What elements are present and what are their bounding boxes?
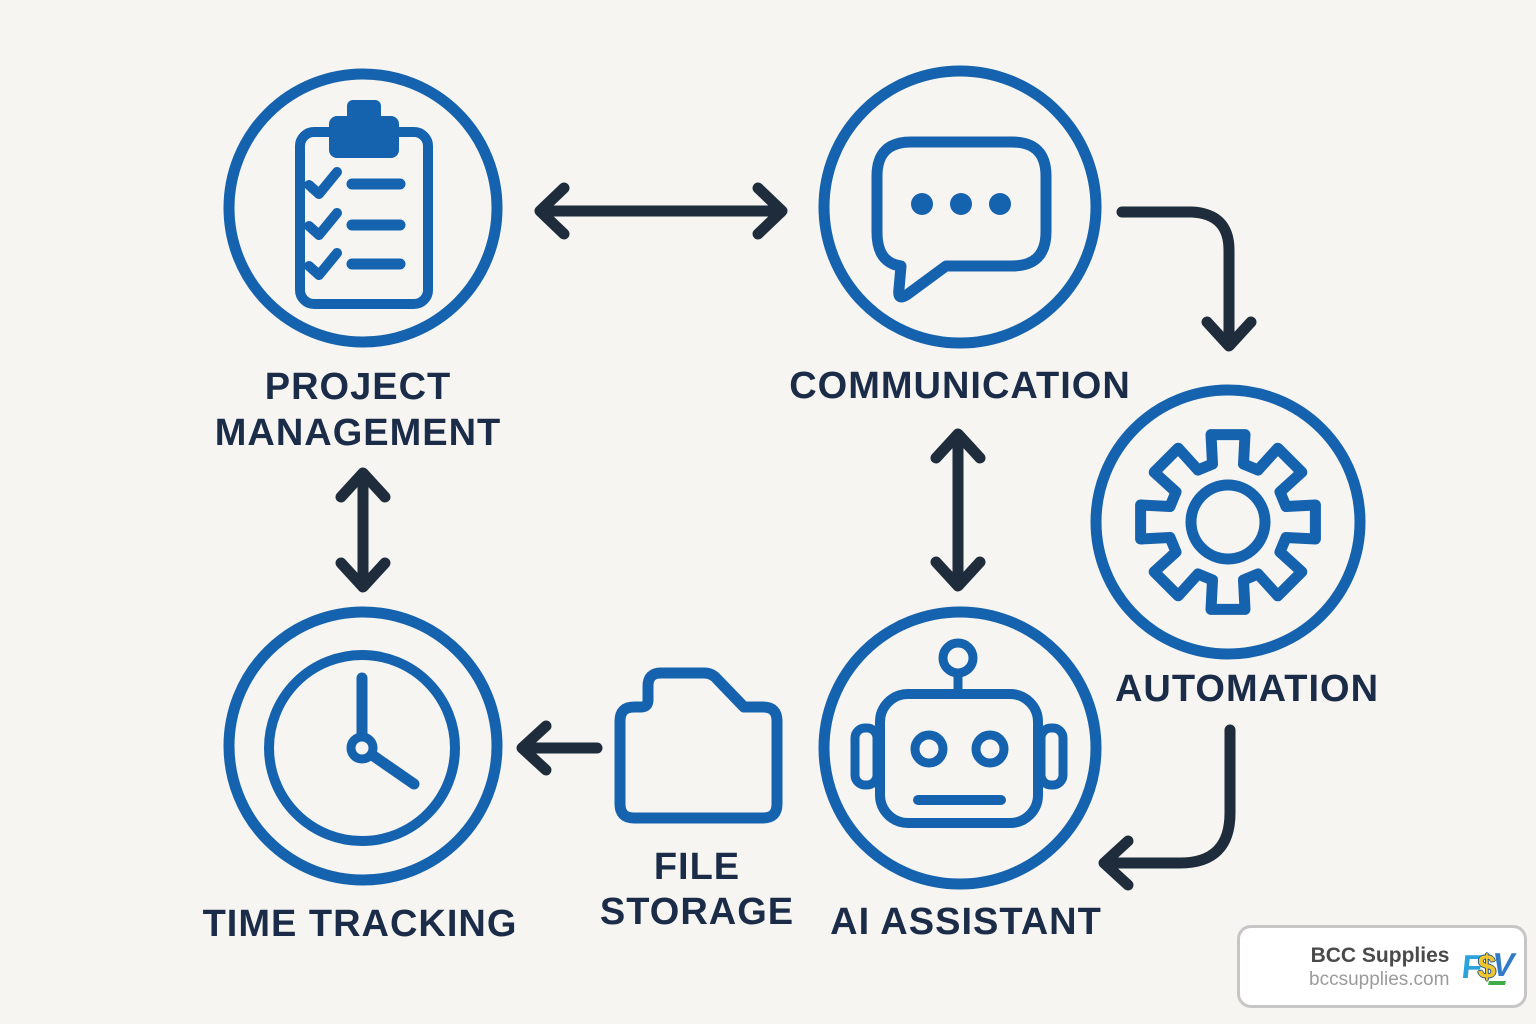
brand-name: BCC Supplies bbox=[1310, 944, 1450, 967]
automation-circle bbox=[1090, 384, 1366, 660]
clipboard-icon bbox=[295, 100, 433, 309]
arrow-communication-automation bbox=[1116, 206, 1257, 352]
folder-outline bbox=[614, 667, 783, 824]
connector-arrows bbox=[335, 182, 1257, 891]
arrow-communication-ai bbox=[930, 428, 986, 592]
label-line: TIME TRACKING bbox=[202, 903, 518, 945]
chat-dot-3 bbox=[989, 193, 1011, 215]
label-line: PROJECT bbox=[264, 366, 452, 408]
automation-label: AUTOMATION bbox=[1115, 666, 1379, 712]
clipboard-clip bbox=[329, 116, 399, 158]
robot-ear-left bbox=[850, 723, 882, 790]
robot-eye-left bbox=[910, 730, 948, 768]
gear-icon bbox=[1135, 429, 1321, 615]
arrow-pm-timetracking bbox=[335, 467, 391, 593]
clock-icon bbox=[264, 650, 460, 846]
label-line: STORAGE bbox=[599, 891, 795, 933]
checkmark-3 bbox=[304, 248, 342, 280]
logo-letter-f: F bbox=[1460, 948, 1480, 985]
time-tracking-circle bbox=[223, 606, 503, 886]
bcc-supplies-logo-icon: F $ V bbox=[1460, 946, 1513, 985]
checkmark-1 bbox=[304, 167, 342, 199]
clock-face bbox=[264, 650, 460, 846]
label-line: MANAGEMENT bbox=[214, 412, 502, 454]
gear-center-hole bbox=[1185, 479, 1271, 565]
arrow-pm-communication bbox=[534, 182, 788, 240]
logo-letter-v: V bbox=[1488, 946, 1514, 985]
label-line: AUTOMATION bbox=[1114, 668, 1380, 710]
clock-center-pin bbox=[346, 732, 378, 764]
brand-badge-text: BCC Supplies bccsupplies.com bbox=[1309, 942, 1449, 991]
time-tracking-label: TIME TRACKING bbox=[203, 901, 518, 947]
label-line: COMMUNICATION bbox=[789, 365, 1131, 407]
ai-assistant-circle bbox=[818, 606, 1102, 890]
folder-icon bbox=[614, 667, 783, 824]
robot-eye-right bbox=[971, 730, 1009, 768]
project-management-label: PROJECT MANAGEMENT bbox=[215, 364, 502, 456]
chat-dot-1 bbox=[911, 193, 933, 215]
label-line: FILE bbox=[653, 846, 741, 888]
project-management-circle bbox=[223, 68, 503, 348]
chat-bubble-outline bbox=[871, 136, 1052, 303]
chat-dot-2 bbox=[950, 193, 972, 215]
checkmark-2 bbox=[304, 208, 342, 240]
file-storage-label: FILE STORAGE bbox=[600, 845, 794, 935]
arrow-filestorage-timetracking bbox=[516, 720, 603, 776]
logo-dollar-sign: $ bbox=[1477, 948, 1496, 985]
robot-ear-right bbox=[1036, 723, 1068, 790]
label-line: AI ASSISTANT bbox=[830, 901, 1102, 943]
communication-circle bbox=[818, 65, 1102, 349]
gear-teeth bbox=[1135, 429, 1321, 615]
brand-website: bccsupplies.com bbox=[1309, 969, 1450, 990]
robot-icon bbox=[850, 638, 1068, 828]
arrow-automation-ai bbox=[1098, 724, 1236, 891]
brand-badge: BCC Supplies bccsupplies.com F $ V bbox=[1237, 925, 1527, 1008]
communication-label: COMMUNICATION bbox=[789, 363, 1131, 409]
ai-assistant-label: AI ASSISTANT bbox=[830, 899, 1102, 945]
chat-bubble-icon bbox=[871, 136, 1052, 303]
